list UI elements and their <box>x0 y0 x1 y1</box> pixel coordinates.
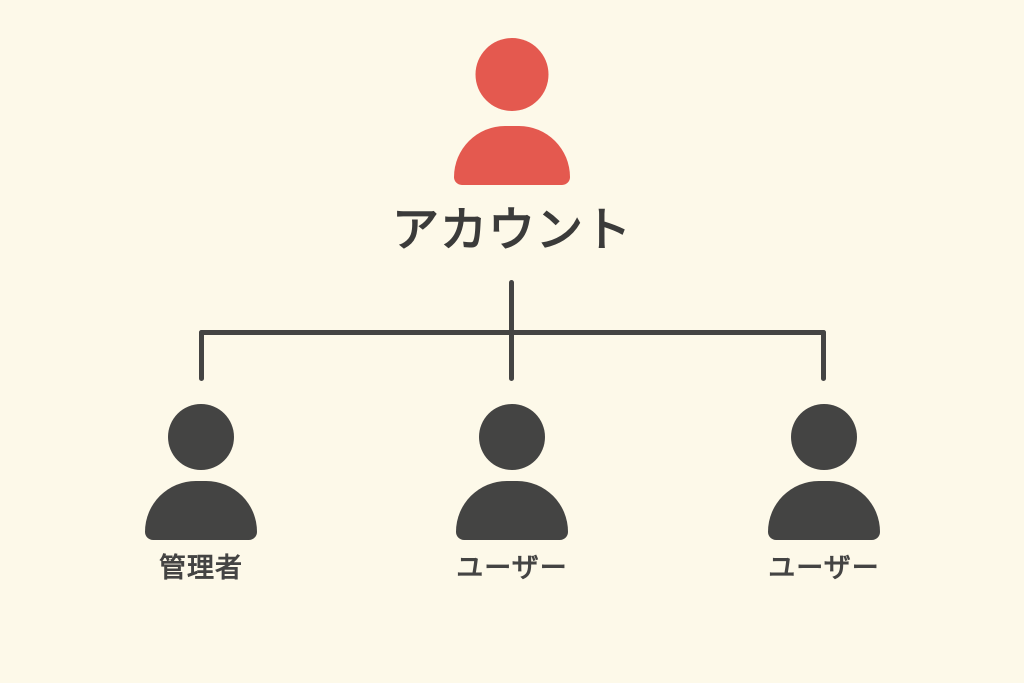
person-icon <box>145 404 257 540</box>
person-icon <box>456 404 568 540</box>
connector-stem-top <box>509 280 514 335</box>
person-head-shape <box>479 404 545 470</box>
person-body-shape <box>768 481 880 540</box>
person-body-shape <box>145 481 257 540</box>
connector-drop-center <box>509 330 514 381</box>
person-head-shape <box>791 404 857 470</box>
person-icon <box>454 38 570 185</box>
person-body-shape <box>456 481 568 540</box>
person-head-shape <box>168 404 234 470</box>
node-user-2[interactable]: ユーザー <box>768 404 880 582</box>
connector-drop-right <box>821 330 826 381</box>
node-user-2-label: ユーザー <box>768 553 880 584</box>
person-body-shape <box>454 126 570 185</box>
node-user-1-label: ユーザー <box>456 553 568 584</box>
node-account-label: アカウント <box>392 203 632 258</box>
person-icon <box>768 404 880 540</box>
node-account[interactable]: アカウント <box>392 38 631 254</box>
node-administrator-label: 管理者 <box>159 553 243 584</box>
connector-drop-left <box>199 330 204 381</box>
person-head-shape <box>475 38 549 111</box>
node-user-1[interactable]: ユーザー <box>456 404 568 582</box>
node-administrator[interactable]: 管理者 <box>145 404 257 582</box>
